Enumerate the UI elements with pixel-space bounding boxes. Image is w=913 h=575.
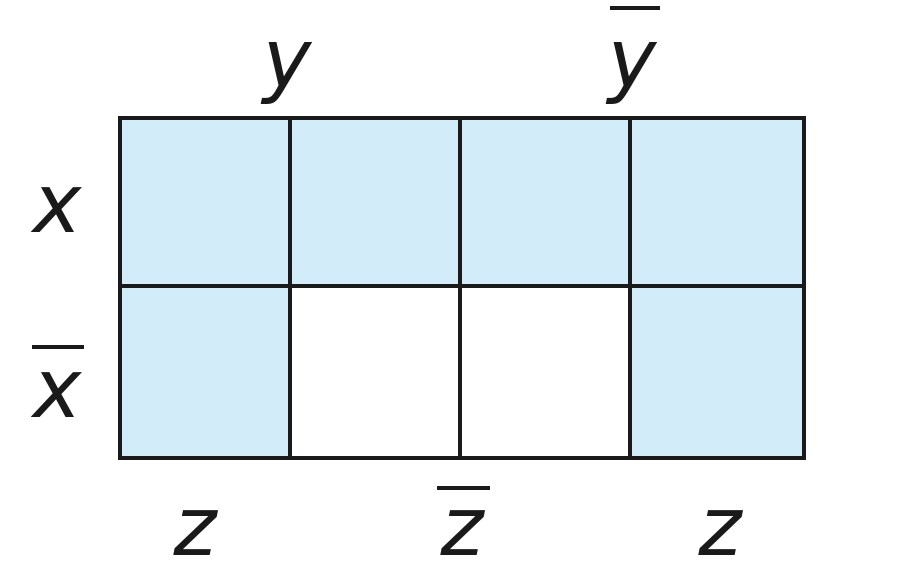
cell-r1-c1 [122, 120, 292, 288]
cell-r2-c1 [122, 288, 292, 456]
cell-r2-c2 [292, 288, 462, 456]
cell-r1-c4 [632, 120, 802, 288]
kmap-grid [118, 116, 806, 460]
label-z-left: z [173, 480, 217, 575]
overbar-x [32, 345, 84, 349]
overbar-z [437, 486, 490, 490]
cell-r1-c3 [462, 120, 632, 288]
label-x-bar: x [32, 342, 82, 437]
label-y-bar: y [607, 12, 657, 107]
label-y: y [262, 12, 312, 107]
overbar-y [610, 6, 660, 10]
label-z-right: z [698, 480, 742, 575]
cell-r1-c2 [292, 120, 462, 288]
label-z-bar: z [440, 480, 484, 575]
cell-r2-c4 [632, 288, 802, 456]
cell-r2-c3 [462, 288, 632, 456]
label-x: x [32, 157, 82, 252]
